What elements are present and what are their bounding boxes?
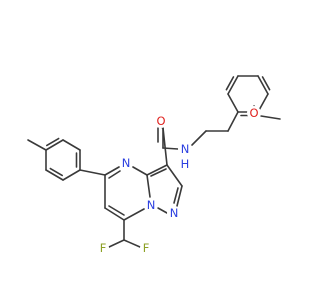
tolyl-ring-bond [62, 169, 81, 181]
methoxyphenyl-ring-bond [227, 75, 239, 95]
atom-mask [154, 114, 168, 128]
amide-c-n-bond [162, 147, 179, 150]
pyrazole-double-bond [173, 187, 179, 204]
pyrimidine-bond [104, 207, 125, 221]
pyrazole-nitrogen-label: N [170, 206, 179, 220]
ch2-aryl-bond [227, 111, 239, 132]
carbonyl-oxygen-label: O [156, 114, 165, 128]
pyrimidine-bond [132, 166, 148, 176]
methoxyphenyl-ring-double-bond [225, 76, 235, 91]
atom-mask [140, 242, 152, 254]
o-methyl-bond [260, 115, 281, 120]
pyrimidine-bond [146, 174, 151, 198]
pyrimidine-double-bond [108, 205, 125, 216]
pyrazole-double-bond [150, 168, 167, 177]
atom-mask [179, 158, 191, 170]
pyrazole-bond [146, 164, 168, 176]
tolyl-ring-double-bond [46, 137, 60, 147]
pyrazole-bond [166, 164, 183, 187]
pyrimidine-bond [123, 208, 145, 221]
amide-hydrogen-label: H [181, 157, 190, 171]
methoxyphenyl-ring-bond [227, 93, 239, 113]
tolyl-ring-double-bond [49, 167, 63, 177]
methoxyphenyl-ring-double-bond [261, 76, 271, 91]
aryl-link-bond [79, 169, 106, 176]
n-ch2-bond [191, 130, 207, 146]
c-f-bond [108, 239, 125, 248]
atom-mask [97, 242, 109, 254]
amide-nitrogen-label: N [181, 142, 190, 156]
bridgehead-nitrogen-label: N [147, 198, 156, 212]
bond-layer [27, 75, 281, 248]
tolyl-ring-bond [45, 169, 64, 181]
atom-mask [167, 206, 181, 220]
molecule-structure: O N H N N N O F F [27, 75, 281, 255]
methoxy-oxygen-label: O [249, 106, 258, 120]
atom-mask [119, 156, 133, 170]
fluorine-left-label: F [100, 241, 107, 255]
tolyl-ring-bond [45, 139, 64, 151]
pyrazole-bond [157, 207, 168, 214]
atom-mask [144, 198, 158, 212]
pyrimidine-bond [104, 166, 120, 176]
atom-mask [178, 142, 192, 156]
tolyl-ring-bond [62, 139, 81, 151]
methyl-bond [27, 139, 47, 151]
atom-label-layer: O N H N N N O F F [97, 106, 261, 255]
methoxyphenyl-ring-bond [257, 75, 269, 95]
atom-mask [247, 106, 261, 120]
fluorine-right-label: F [143, 241, 150, 255]
c-f-bond [123, 239, 141, 248]
pyrimidine-double-bond [108, 170, 121, 179]
pyrazole-bond [176, 185, 183, 207]
pyrimidine-nitrogen-label: N [122, 156, 131, 170]
